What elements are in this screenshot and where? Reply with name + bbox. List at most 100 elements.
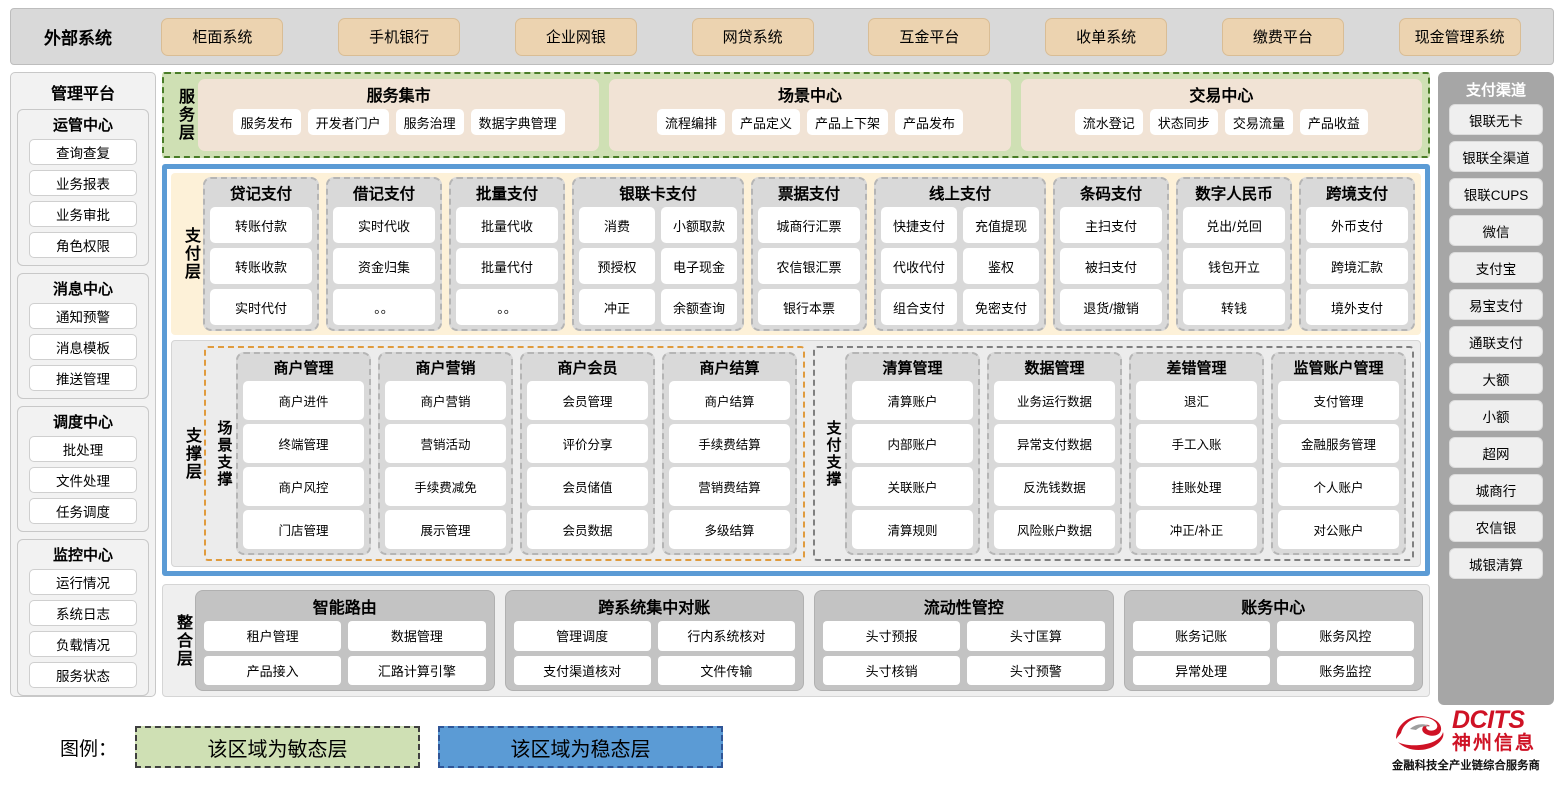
support-item[interactable]: 关联账户 (852, 467, 973, 506)
service-item[interactable]: 产品上下架 (806, 109, 888, 135)
payment-item[interactable]: 电子现金 (660, 248, 738, 284)
management-item[interactable]: 服务状态 (29, 662, 137, 688)
external-system-chip[interactable]: 网贷系统 (691, 17, 814, 56)
support-item[interactable]: 商户进件 (243, 381, 364, 420)
payment-item[interactable]: 实时代收 (332, 207, 435, 243)
support-item[interactable]: 风险账户数据 (994, 510, 1115, 549)
payment-item[interactable]: 代收代付 (881, 248, 958, 284)
payment-channel-item[interactable]: 支付宝 (1449, 252, 1543, 283)
support-item[interactable]: 退汇 (1136, 381, 1257, 420)
payment-item[interactable]: 冲正 (578, 289, 655, 325)
integration-item[interactable]: 数据管理 (348, 621, 486, 651)
support-item[interactable]: 对公账户 (1278, 510, 1399, 549)
payment-item[interactable]: 批量代付 (455, 248, 558, 284)
support-item[interactable]: 评价分享 (527, 424, 648, 463)
management-item[interactable]: 负载情况 (29, 631, 137, 657)
support-item[interactable]: 手续费结算 (669, 424, 790, 463)
payment-item[interactable]: 转账收款 (210, 248, 312, 284)
payment-item[interactable]: 实时代付 (210, 289, 312, 325)
management-item[interactable]: 业务审批 (29, 201, 137, 227)
management-item[interactable]: 角色权限 (29, 232, 137, 258)
support-item[interactable]: 清算规则 (852, 510, 973, 549)
service-item[interactable]: 服务治理 (395, 109, 464, 135)
service-item[interactable]: 流水登记 (1074, 109, 1143, 135)
support-item[interactable]: 业务运行数据 (994, 381, 1115, 420)
integration-item[interactable]: 账务监控 (1276, 655, 1414, 685)
payment-channel-item[interactable]: 银联全渠道 (1449, 141, 1543, 172)
management-item[interactable]: 推送管理 (29, 365, 137, 391)
payment-item[interactable]: 小额取款 (660, 207, 738, 243)
management-item[interactable]: 业务报表 (29, 170, 137, 196)
management-item[interactable]: 文件处理 (29, 467, 137, 493)
payment-channel-item[interactable]: 小额 (1449, 400, 1543, 431)
management-item[interactable]: 运行情况 (29, 569, 137, 595)
payment-channel-item[interactable]: 通联支付 (1449, 326, 1543, 357)
integration-item[interactable]: 头寸核销 (823, 655, 961, 685)
service-item[interactable]: 产品发布 (895, 109, 964, 135)
payment-item[interactable]: 预授权 (578, 248, 655, 284)
payment-item[interactable]: 免密支付 (963, 289, 1040, 325)
management-item[interactable]: 系统日志 (29, 600, 137, 626)
support-item[interactable]: 内部账户 (852, 424, 973, 463)
payment-item[interactable]: 消费 (578, 207, 655, 243)
payment-item[interactable]: 充值提现 (963, 207, 1040, 243)
payment-item[interactable]: 外币支付 (1306, 207, 1409, 243)
payment-item[interactable]: 境外支付 (1306, 289, 1409, 325)
service-item[interactable]: 交易流量 (1224, 109, 1293, 135)
external-system-chip[interactable]: 互金平台 (868, 17, 991, 56)
service-item[interactable]: 服务发布 (232, 109, 301, 135)
payment-channel-item[interactable]: 超网 (1449, 437, 1543, 468)
payment-item[interactable]: 转账付款 (210, 207, 312, 243)
service-item[interactable]: 状态同步 (1149, 109, 1218, 135)
support-item[interactable]: 营销费结算 (669, 467, 790, 506)
management-item[interactable]: 通知预警 (29, 303, 137, 329)
support-item[interactable]: 挂账处理 (1136, 467, 1257, 506)
integration-item[interactable]: 租户管理 (204, 621, 342, 651)
payment-item[interactable]: 。。 (332, 289, 435, 325)
payment-item[interactable]: 快捷支付 (881, 207, 958, 243)
management-item[interactable]: 消息模板 (29, 334, 137, 360)
integration-item[interactable]: 账务风控 (1276, 621, 1414, 651)
support-item[interactable]: 手续费减免 (385, 467, 506, 506)
support-item[interactable]: 门店管理 (243, 510, 364, 549)
management-item[interactable]: 查询查复 (29, 139, 137, 165)
payment-channel-item[interactable]: 银联CUPS (1449, 178, 1543, 209)
integration-item[interactable]: 汇路计算引擎 (348, 655, 486, 685)
support-item[interactable]: 支付管理 (1278, 381, 1399, 420)
payment-item[interactable]: 兑出/兑回 (1183, 207, 1286, 243)
payment-item[interactable]: 城商行汇票 (758, 207, 860, 243)
payment-item[interactable]: 鉴权 (963, 248, 1040, 284)
service-item[interactable]: 开发者门户 (307, 109, 389, 135)
payment-item[interactable]: 批量代收 (455, 207, 558, 243)
service-item[interactable]: 流程编排 (656, 109, 725, 135)
support-item[interactable]: 金融服务管理 (1278, 424, 1399, 463)
support-item[interactable]: 商户结算 (669, 381, 790, 420)
support-item[interactable]: 会员储值 (527, 467, 648, 506)
payment-item[interactable]: 余额查询 (660, 289, 738, 325)
support-item[interactable]: 会员数据 (527, 510, 648, 549)
service-item[interactable]: 数据字典管理 (470, 109, 565, 135)
payment-item[interactable]: 被扫支付 (1060, 248, 1163, 284)
external-system-chip[interactable]: 企业网银 (514, 17, 637, 56)
service-item[interactable]: 产品收益 (1299, 109, 1368, 135)
payment-item[interactable]: 跨境汇款 (1306, 248, 1409, 284)
support-item[interactable]: 冲正/补正 (1136, 510, 1257, 549)
management-item[interactable]: 任务调度 (29, 498, 137, 524)
integration-item[interactable]: 管理调度 (513, 621, 651, 651)
payment-item[interactable]: 农信银汇票 (758, 248, 860, 284)
integration-item[interactable]: 头寸预报 (823, 621, 961, 651)
integration-item[interactable]: 产品接入 (204, 655, 342, 685)
external-system-chip[interactable]: 柜面系统 (161, 17, 284, 56)
payment-item[interactable]: 主扫支付 (1060, 207, 1163, 243)
integration-item[interactable]: 账务记账 (1132, 621, 1270, 651)
payment-item[interactable]: 退货/撤销 (1060, 289, 1163, 325)
payment-channel-item[interactable]: 大额 (1449, 363, 1543, 394)
payment-channel-item[interactable]: 城商行 (1449, 474, 1543, 505)
support-item[interactable]: 个人账户 (1278, 467, 1399, 506)
integration-item[interactable]: 行内系统核对 (657, 621, 795, 651)
support-item[interactable]: 会员管理 (527, 381, 648, 420)
support-item[interactable]: 多级结算 (669, 510, 790, 549)
payment-item[interactable]: 转钱 (1183, 289, 1286, 325)
support-item[interactable]: 展示管理 (385, 510, 506, 549)
payment-item[interactable]: 钱包开立 (1183, 248, 1286, 284)
